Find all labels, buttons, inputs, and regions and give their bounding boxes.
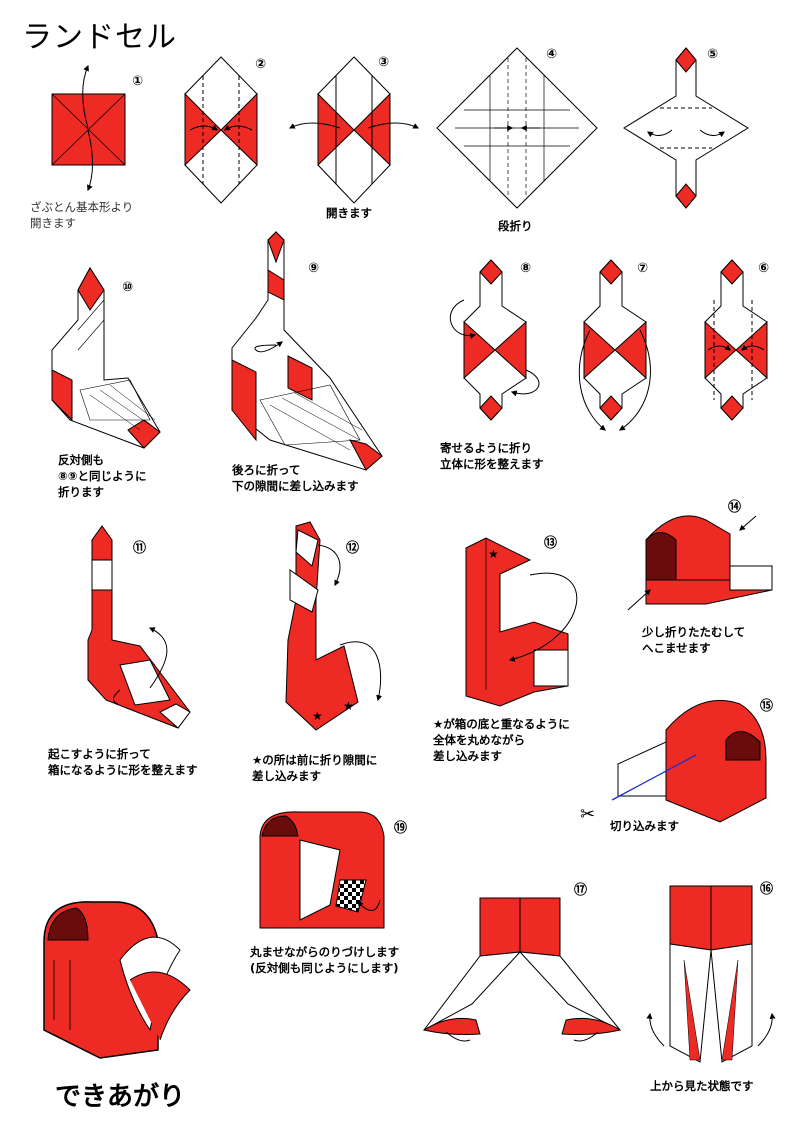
finished-label: できあがり [55,1082,186,1112]
step-number: ⑥ [758,261,769,276]
step-11-figure: ⑪ [87,525,191,729]
step-3-figure: ③ [288,55,420,204]
step-number: ⑫ [346,540,359,556]
step-13-caption: ★が箱の底と重なるように 全体を丸めながら 差し込みます [433,717,570,763]
step-number: ① [132,74,143,89]
step-number: ⑤ [707,47,718,62]
step-14-caption: 少し折りたたむして へこませます [642,625,746,655]
step-15-figure: ✂ ⑮ [580,698,773,825]
step-3-caption: 開きます [326,206,372,220]
step-11-caption: 起こすように折って 箱になるように形を整えます [48,747,198,777]
step-16-caption: 上から見た状態です [650,1079,754,1093]
step-number: ⑰ [574,882,587,898]
step-7-figure: ⑦ [578,259,651,431]
step-9-caption: 後ろに折って 下の隙間に差し込みます [232,463,359,493]
step-15-caption: 切り込みます [610,819,679,833]
step-number: ⑯ [760,881,773,897]
step-19-caption: 丸ませながらのりづけします (反対側も同じようにします) [250,945,400,975]
step-4-caption: 段折り [498,219,533,233]
step-6-figure: ⑥ [704,259,769,421]
step-9-figure: ⑨ [231,231,383,471]
step-14-figure: ⑭ [627,499,773,611]
step-12-caption: ★の所は前に折り隙間に 差し込みます [252,753,378,783]
step-number: ⑲ [394,820,407,836]
step-number: ⑧ [520,261,531,276]
step-17-figure: ⑰ [422,882,622,1042]
step-number: ⑪ [133,540,146,556]
step-7-caption: 寄せるように折り 立体に形を整えます [440,441,544,471]
svg-text:★: ★ [312,709,323,723]
step-number: ⑩ [122,280,133,295]
svg-text:✂: ✂ [580,804,595,825]
step-4-figure: ④ [436,47,598,209]
step-13-figure: ★ ⑬ [465,535,578,707]
step-10-figure: ⑩ [51,267,161,449]
step-1-figure: ① [51,64,143,192]
step-number: ⑦ [637,261,648,276]
step-number: ⑮ [760,698,773,714]
step-19-figure: ⑲ [259,811,407,929]
svg-text:★: ★ [488,547,499,561]
page-title: ランドセル [22,20,177,55]
step-16-figure: ⑯ [646,881,776,1063]
step-number: ② [255,57,266,72]
step-8-figure: ⑧ [449,259,540,421]
step-10-caption: 反対側も ⑧⑨と同じように 折ります [58,453,147,499]
step-5-figure: ⑤ [623,47,749,209]
step-number: ⑨ [308,261,319,276]
step-1-caption: ざぶとん基本形より 開きます [30,200,134,230]
step-12-figure: ★ ★ ⑫ [285,521,383,731]
step-number: ③ [378,55,389,70]
step-number: ⑭ [728,499,741,515]
svg-text:★: ★ [343,699,354,713]
step-2-figure: ② [184,56,266,204]
finished-model [43,901,191,1059]
step-number: ⑬ [544,535,557,551]
step-number: ④ [546,47,557,62]
